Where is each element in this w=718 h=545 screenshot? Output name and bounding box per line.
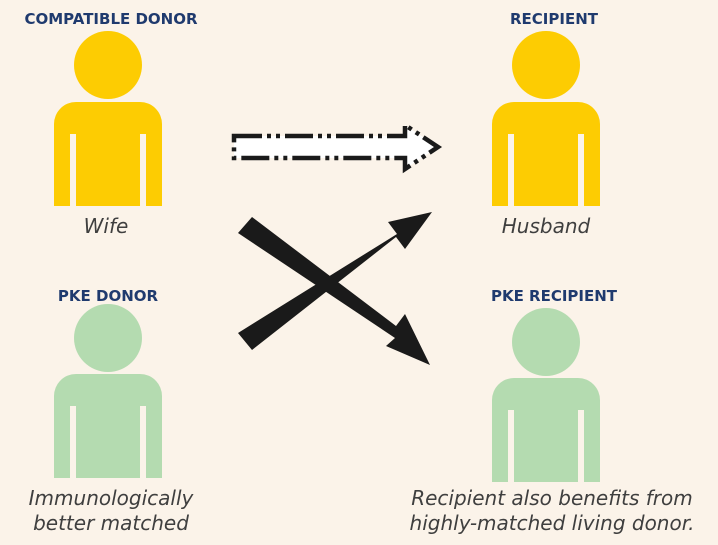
pke-donor-heading: PKE DONOR (57, 287, 159, 305)
dashed-arrow-icon (231, 120, 443, 174)
pke-recipient-person-icon (492, 308, 600, 482)
pke-recipient-heading: PKE RECIPIENT (490, 287, 618, 305)
recipient-caption: Husband (501, 214, 591, 238)
compatible-donor-heading: COMPATIBLE DONOR (24, 10, 198, 28)
cross-arrow-down-icon (238, 217, 430, 365)
compatible-donor-person-icon (54, 31, 162, 206)
pke-donor-caption: Immunologically better matched (29, 486, 194, 536)
pke-donor-caption-line1: Immunologically (28, 486, 194, 510)
pke-recipient-caption-line1: Recipient also benefits from (411, 486, 693, 510)
recipient-person-icon (492, 31, 600, 206)
pke-recipient-caption: Recipient also benefits from highly-matc… (410, 486, 695, 536)
pke-recipient-caption-line2: highly-matched living donor. (409, 511, 695, 535)
pke-donor-caption-line2: better matched (33, 511, 189, 535)
pke-donor-person-icon (54, 304, 162, 478)
recipient-heading: RECIPIENT (510, 10, 598, 28)
compatible-donor-caption: Wife (83, 214, 129, 238)
